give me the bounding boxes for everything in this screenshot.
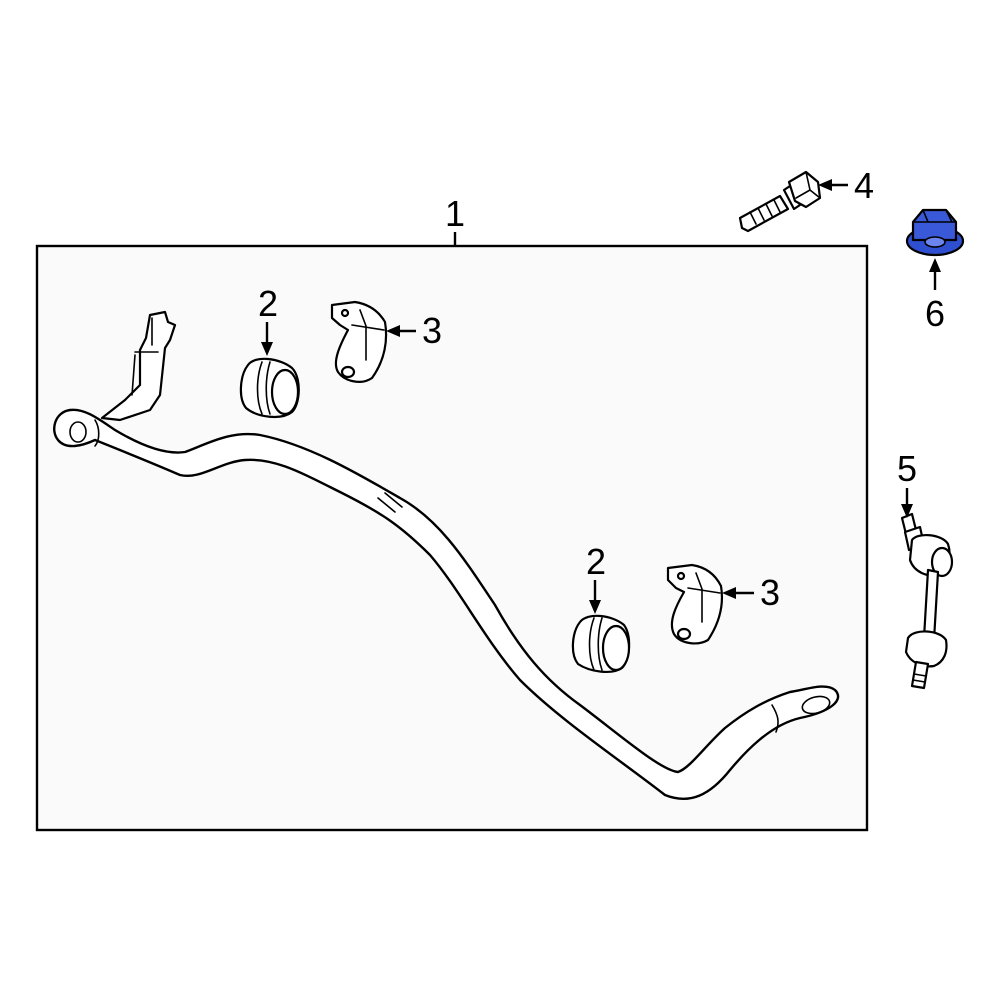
- bolt[interactable]: 4: [738, 165, 874, 233]
- callout-2-lower-label: 2: [586, 541, 606, 582]
- callout-5-arrowhead: [901, 504, 913, 518]
- bushing-upper-face: [270, 368, 300, 416]
- bushing-lower-ribs: [588, 617, 603, 671]
- stabilizer-bar-right-eye: [801, 695, 831, 715]
- bracket-lower-detail: [687, 572, 721, 623]
- callout-1[interactable]: 1: [445, 193, 465, 246]
- callout-3-upper-arrowhead: [386, 325, 400, 337]
- bolt-head-edge: [795, 171, 821, 199]
- stabilizer-bar-body: [53, 408, 840, 800]
- callout-6-label: 6: [925, 293, 945, 334]
- callout-4-label: 4: [854, 165, 874, 206]
- callout-1-label: 1: [445, 193, 465, 234]
- flange-nut-hole: [924, 236, 946, 248]
- bolt-threads: [749, 199, 781, 225]
- stabilizer-bar-left-end-detail: [131, 317, 159, 396]
- bracket-lower-body: [666, 563, 724, 645]
- callout-2-upper-arrowhead: [261, 342, 273, 356]
- stabilizer-bar[interactable]: [53, 310, 840, 800]
- bracket-upper[interactable]: 3: [330, 300, 442, 383]
- callout-3-upper-label: 3: [422, 310, 442, 351]
- bracket-lower-hole: [676, 627, 692, 641]
- stabilizer-link-top-cap: [930, 546, 954, 578]
- bushing-upper[interactable]: 2: [239, 283, 300, 418]
- stabilizer-bar-right-eye-detail: [771, 704, 779, 733]
- bolt-shank: [738, 194, 790, 233]
- bracket-upper-hole: [340, 365, 356, 379]
- stabilizer-link-rod: [922, 568, 940, 642]
- stabilizer-link-thread: [912, 673, 927, 683]
- callout-3-lower-label: 3: [760, 572, 780, 613]
- stabilizer-bar-left-end: [100, 310, 177, 422]
- bracket-upper-body: [330, 300, 388, 383]
- bracket-upper-pin: [340, 308, 350, 318]
- bushing-lower[interactable]: 2: [571, 541, 631, 674]
- bracket-lower[interactable]: 3: [666, 563, 780, 645]
- callout-2-lower-arrowhead: [589, 600, 601, 614]
- callout-5-label: 5: [897, 448, 917, 489]
- bushing-lower-face: [601, 624, 631, 672]
- bracket-lower-pin: [676, 571, 686, 581]
- callout-4-arrowhead: [818, 179, 832, 191]
- callout-3-lower-arrowhead: [722, 587, 736, 599]
- callout-2-upper-label: 2: [258, 283, 278, 324]
- stabilizer-link-bottom-joint: [904, 630, 948, 668]
- flange-nut-hex: [911, 208, 958, 242]
- stabilizer-bar-break-mark: [377, 492, 403, 513]
- flange-nut[interactable]: 6: [905, 208, 965, 334]
- stabilizer-bar-left-eye-detail: [94, 419, 100, 447]
- callout-6-arrowhead: [929, 258, 941, 272]
- bolt-flange: [782, 184, 802, 211]
- bracket-upper-detail: [351, 309, 385, 361]
- stabilizer-bar-left-eye: [69, 421, 87, 443]
- flange-nut-hex-edges: [913, 209, 956, 223]
- bushing-upper-ribs: [256, 361, 271, 415]
- stabilizer-link[interactable]: 5: [897, 448, 954, 690]
